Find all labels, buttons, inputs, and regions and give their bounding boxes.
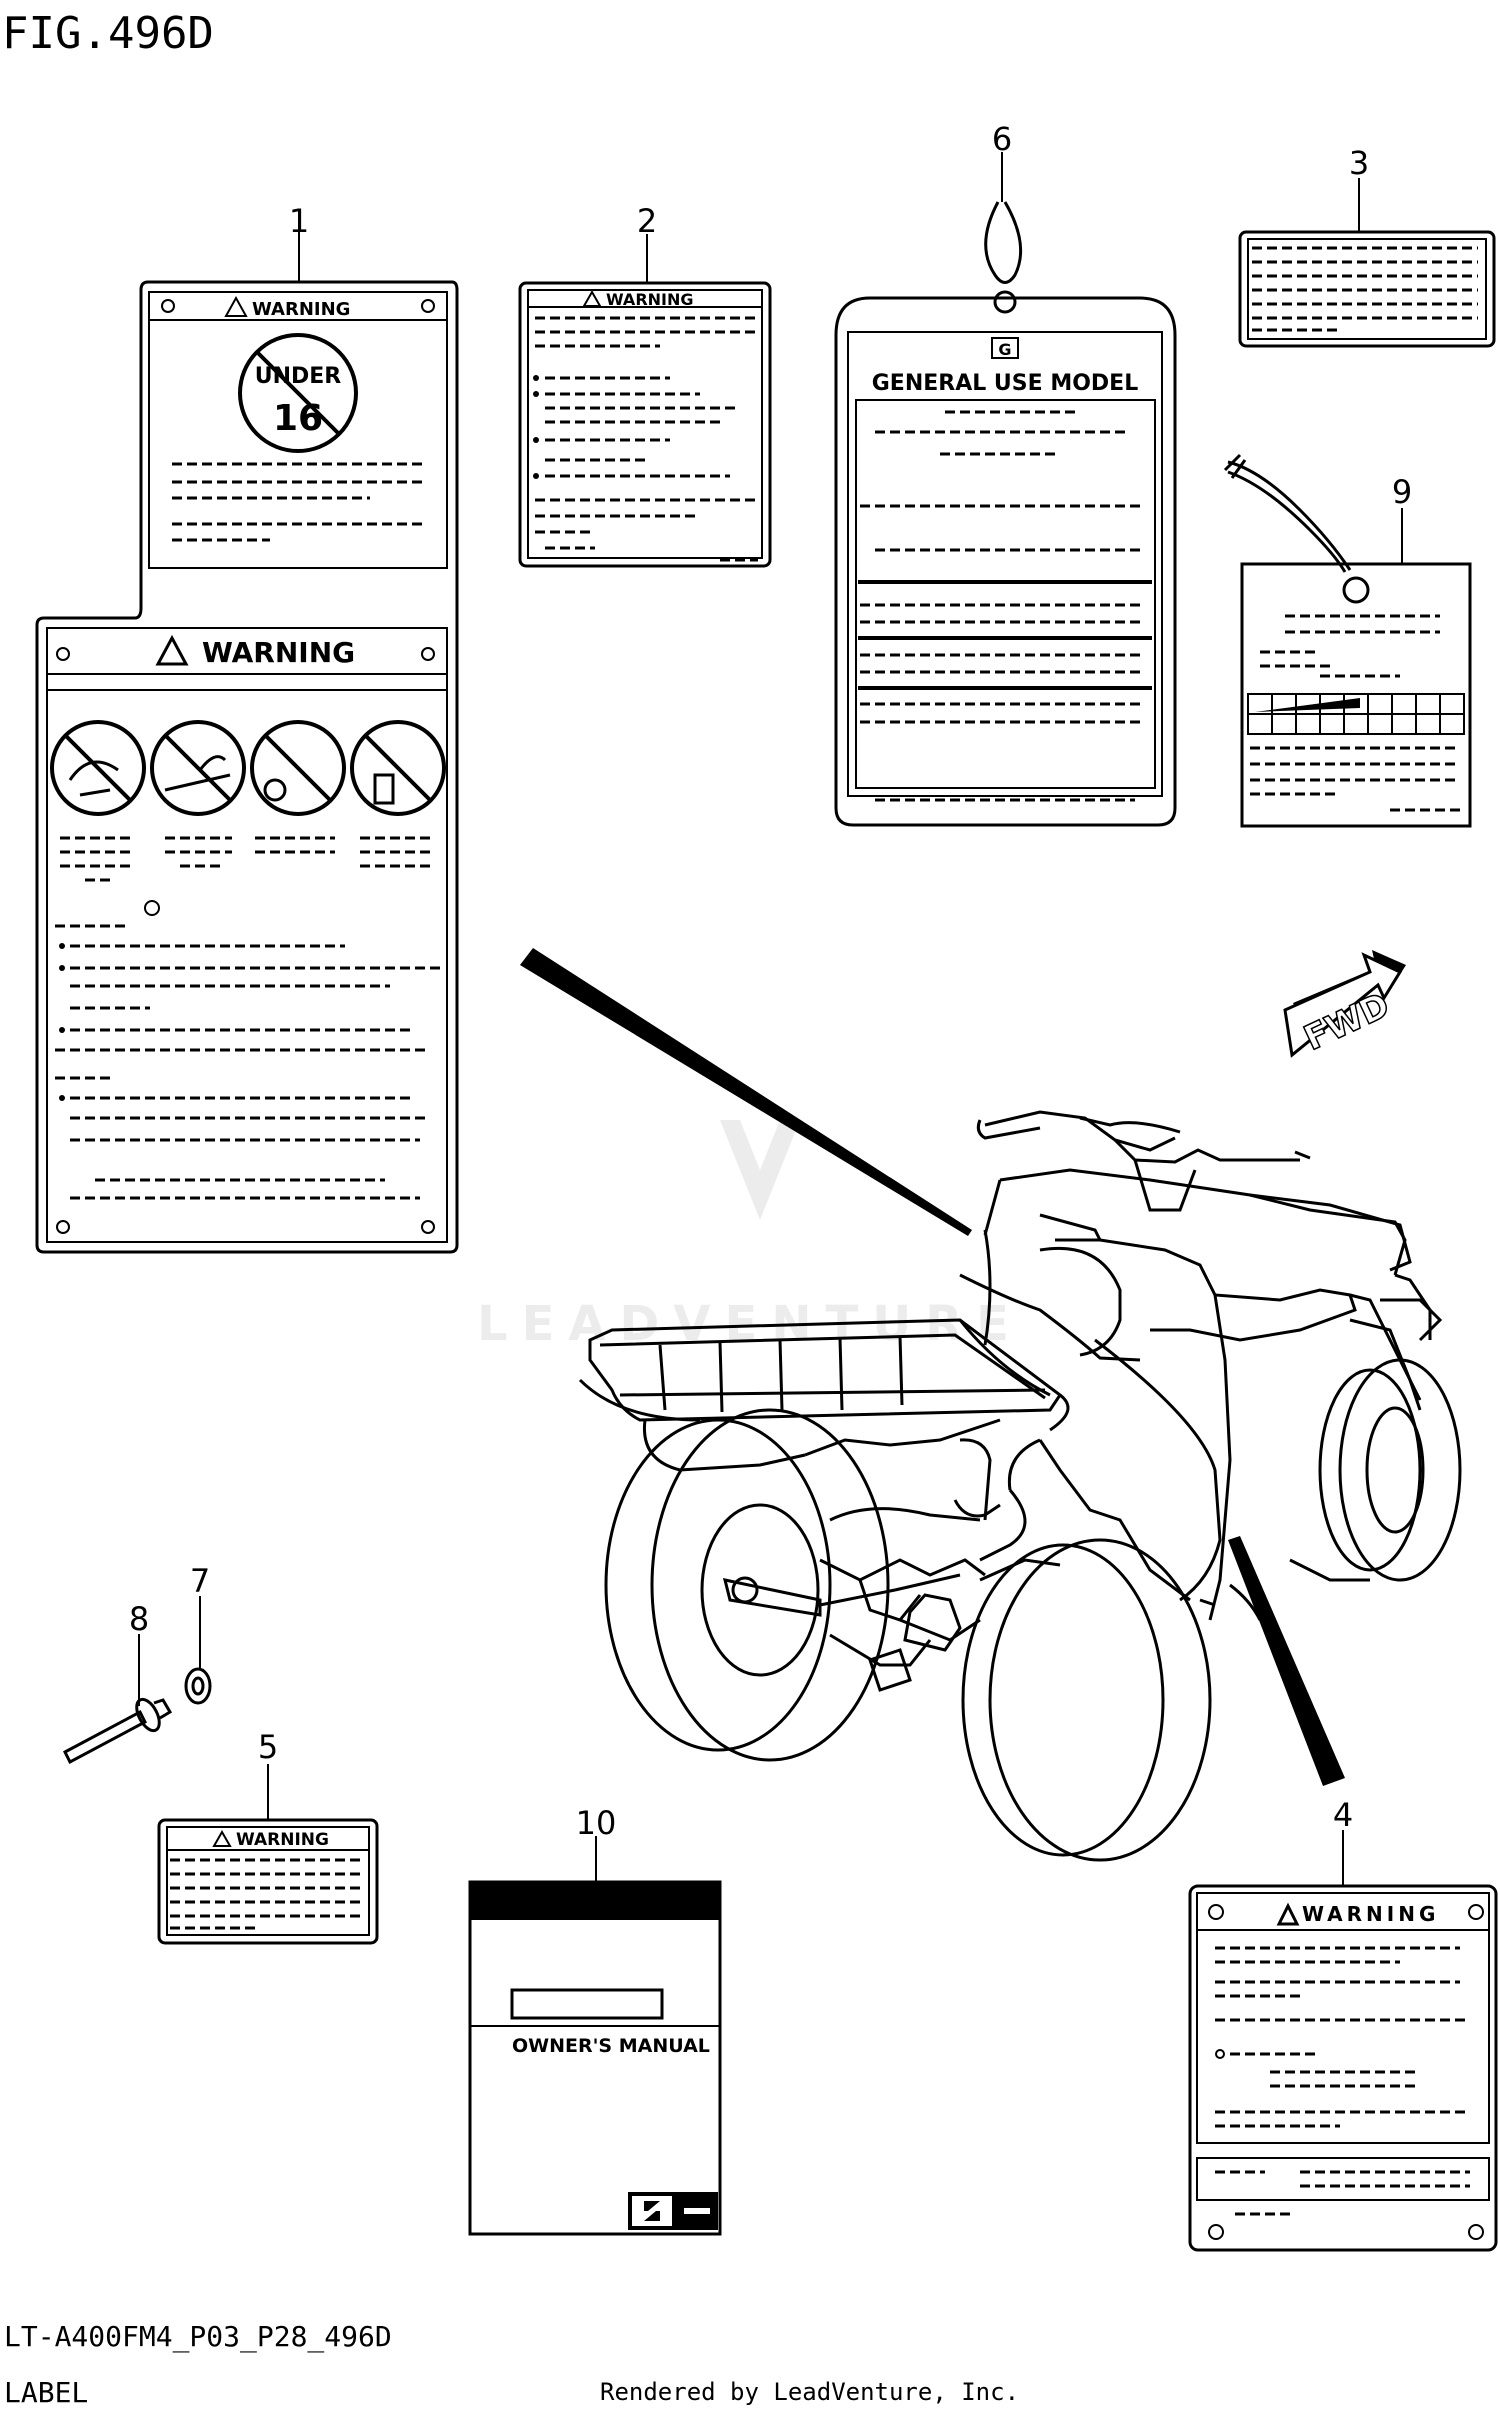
callout-8: 8 — [129, 1600, 149, 1638]
callout-6: 6 — [992, 120, 1012, 158]
part-9-tag[interactable] — [1223, 453, 1472, 828]
fwd-arrow-icon: FWD — [1283, 950, 1406, 1060]
footer-section: LABEL — [4, 2376, 88, 2409]
callout-10: 10 — [576, 1804, 617, 1842]
atv-vehicle-outline — [578, 1110, 1462, 1862]
callout-7: 7 — [190, 1562, 210, 1600]
part-1-warning-label[interactable]: WARNING UNDER 16 WARNING — [35, 280, 459, 1254]
part-1-warning-title: WARNING — [252, 299, 350, 320]
warning-triangle-icon — [1276, 1902, 1300, 1926]
part-7-washer[interactable] — [184, 1667, 212, 1705]
suzuki-logo-icon — [644, 2201, 660, 2221]
watermark-text: LEADVENTURE — [477, 1296, 1023, 1352]
warning-triangle-icon-large — [155, 634, 189, 666]
callout-5: 5 — [258, 1728, 278, 1766]
part-4-warning-label[interactable]: WARNING — [1188, 1884, 1498, 2252]
part-8-rivet[interactable] — [63, 1696, 173, 1765]
callout-4: 4 — [1333, 1796, 1353, 1834]
callout-1: 1 — [289, 202, 309, 240]
part-6-general-use-tag[interactable]: G GENERAL USE MODEL — [834, 201, 1177, 827]
tag-letter: G — [998, 340, 1011, 359]
part-10-owners-manual[interactable]: OWNER'S MANUAL — [468, 1880, 722, 2236]
footer-model-code: LT-A400FM4_P03_P28_496D — [4, 2320, 392, 2354]
warning-triangle-icon — [582, 289, 602, 307]
part-5-warning-label[interactable]: WARNING — [157, 1818, 379, 1945]
callout-9: 9 — [1392, 473, 1412, 511]
under-text: UNDER — [255, 364, 342, 389]
figure-title: FIG.496D — [2, 8, 214, 59]
warning-triangle-icon — [212, 1829, 232, 1847]
part-1-warning-main-title: WARNING — [202, 636, 355, 669]
part-3-label[interactable] — [1238, 230, 1496, 348]
owners-manual-title: OWNER'S MANUAL — [512, 2035, 710, 2057]
footer-rendered-by: Rendered by LeadVenture, Inc. — [600, 2378, 1019, 2406]
callout-3: 3 — [1349, 144, 1369, 182]
part-2-warning-label[interactable]: WARNING — [518, 281, 772, 568]
under-16-prohibition-icon — [238, 333, 358, 453]
warning-triangle-icon — [224, 295, 248, 317]
age-text: 16 — [273, 398, 323, 439]
watermark: LEADVENTURE — [477, 1120, 1023, 1352]
part-5-warning-title: WARNING — [236, 1830, 329, 1850]
part-2-warning-title: WARNING — [606, 290, 694, 309]
label-4-location-pointer — [1228, 1536, 1345, 1786]
callout-2: 2 — [637, 202, 657, 240]
label-1-location-pointer — [520, 948, 972, 1236]
prohibition-pictograms — [50, 720, 446, 816]
part-4-warning-title: WARNING — [1302, 1902, 1439, 1926]
general-use-model-title: GENERAL USE MODEL — [872, 371, 1138, 396]
